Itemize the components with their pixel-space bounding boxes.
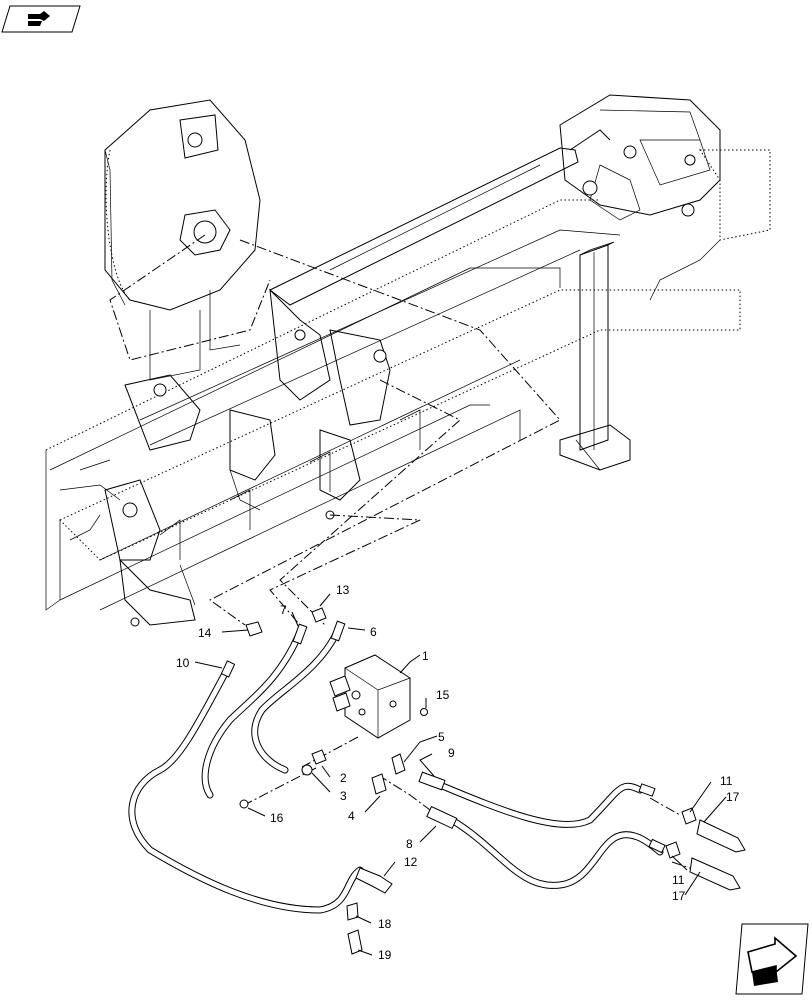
callout-15[interactable]: 15 — [436, 688, 450, 702]
callout-10[interactable]: 10 — [176, 656, 190, 670]
callout-11-lower[interactable]: 11 — [672, 873, 685, 887]
hydraulic-hoses — [128, 626, 664, 914]
callout-12[interactable]: 12 — [404, 855, 418, 869]
callout-17-upper[interactable]: 17 — [726, 790, 740, 804]
hand-pointing-back-icon[interactable] — [1, 5, 81, 33]
leader-lines — [194, 593, 727, 956]
callout-3[interactable]: 3 — [340, 789, 347, 803]
callout-4[interactable]: 4 — [348, 809, 355, 823]
callout-8[interactable]: 8 — [406, 837, 413, 851]
assembly-guide-lines — [109, 234, 721, 879]
callout-19[interactable]: 19 — [378, 948, 392, 962]
callout-11-upper[interactable]: 11 — [720, 774, 733, 788]
callout-1[interactable]: 1 — [422, 649, 429, 663]
callout-2[interactable]: 2 — [340, 771, 347, 785]
callout-14[interactable]: 14 — [198, 626, 212, 640]
callout-5[interactable]: 5 — [438, 730, 445, 744]
callout-16[interactable]: 16 — [270, 811, 284, 825]
toolbar-frame — [45, 94, 771, 627]
valve-block — [329, 654, 411, 739]
fittings — [220, 607, 746, 955]
callout-7[interactable]: 7 — [280, 603, 287, 617]
callout-9[interactable]: 9 — [448, 746, 455, 760]
callout-13[interactable]: 13 — [336, 583, 350, 597]
callout-6[interactable]: 6 — [370, 625, 377, 639]
callout-18[interactable]: 18 — [378, 917, 392, 931]
callout-17-lower[interactable]: 17 — [672, 889, 686, 903]
callout-labels: 1 2 3 4 5 6 7 8 9 10 11 11 12 13 14 15 1… — [176, 583, 740, 962]
hand-pointing-next-icon[interactable] — [735, 923, 809, 995]
